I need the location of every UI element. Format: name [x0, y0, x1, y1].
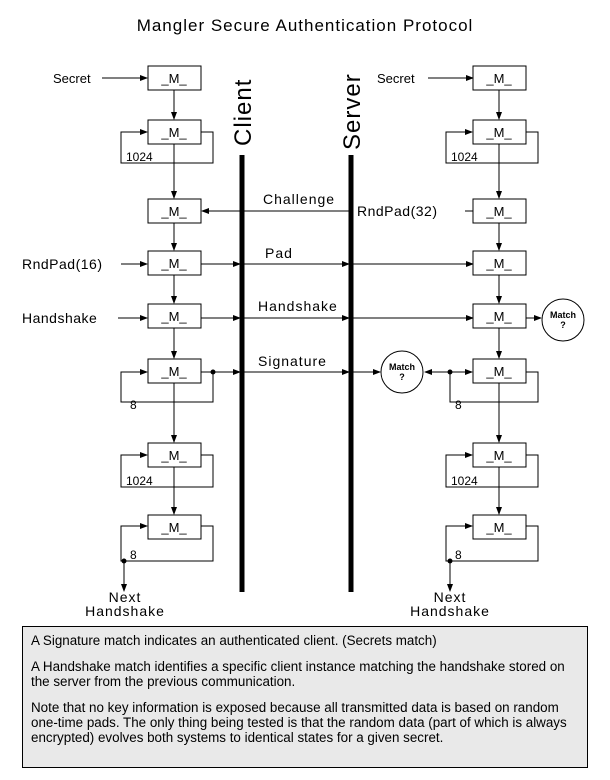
- next-handshake-label: Next: [434, 589, 467, 605]
- mangler-box: [147, 442, 202, 468]
- mangler-box-label: _M_: [485, 125, 512, 140]
- mangler-box-label: _M_: [160, 520, 187, 535]
- mangler-box: [147, 198, 202, 224]
- loop-count-label: 8: [130, 398, 137, 412]
- note-signature-match: A Signature match indicates an authentic…: [31, 633, 437, 648]
- mangler-box-label: _M_: [485, 204, 512, 219]
- loop-count-label: 1024: [126, 150, 153, 164]
- mangler-box-label: _M_: [160, 364, 187, 379]
- message-label-handshake: Handshake: [258, 298, 338, 314]
- protocol-diagram: Mangler Secure Authentication Protocol C…: [22, 16, 585, 619]
- mangler-box-label: _M_: [485, 256, 512, 271]
- mangler-box-label: _M_: [160, 71, 187, 86]
- signature-match-node: Match ?: [380, 350, 424, 394]
- mangler-box: [147, 303, 202, 329]
- message-label-challenge: Challenge: [263, 191, 335, 207]
- loop-count-label: 1024: [451, 150, 478, 164]
- server-column-label: Server: [339, 73, 366, 150]
- loop-count-label: 8: [130, 548, 137, 562]
- match-label: Match: [550, 310, 576, 320]
- client-rndpad-label: RndPad(16): [22, 256, 103, 272]
- mangler-box: [472, 514, 527, 540]
- next-handshake-label: Handshake: [85, 603, 165, 619]
- match-question: ?: [560, 320, 566, 330]
- mangler-box: [147, 514, 202, 540]
- mangler-box-label: _M_: [485, 520, 512, 535]
- loop-count-label: 8: [455, 548, 462, 562]
- mangler-box: [472, 303, 527, 329]
- match-label: Match: [389, 362, 415, 372]
- loop-count-label: 1024: [126, 474, 153, 488]
- mangler-box-label: _M_: [160, 204, 187, 219]
- mangler-box: [147, 250, 202, 276]
- note-security: Note that no key information is exposed …: [31, 700, 567, 745]
- loop-count-label: 1024: [451, 474, 478, 488]
- explanation-notes: A Signature match indicates an authentic…: [22, 626, 588, 768]
- loop-count-label: 8: [455, 398, 462, 412]
- next-handshake-label: Next: [109, 589, 142, 605]
- client-mangler-boxes: [147, 65, 202, 540]
- mangler-box-label: _M_: [160, 125, 187, 140]
- diagram-title: Mangler Secure Authentication Protocol: [137, 16, 474, 35]
- match-question: ?: [399, 372, 405, 382]
- server-rndpad-label: RndPad(32): [357, 203, 438, 219]
- server-connectors: [424, 75, 542, 592]
- mangler-box: [472, 65, 527, 91]
- mangler-box-label: _M_: [485, 448, 512, 463]
- message-label-signature: Signature: [258, 353, 327, 369]
- server-junction-dot: [447, 369, 453, 375]
- mangler-box: [147, 119, 202, 145]
- mangler-box: [472, 358, 527, 384]
- next-handshake-label: Handshake: [410, 603, 490, 619]
- match-circle: [541, 298, 585, 342]
- mangler-box-label: _M_: [160, 256, 187, 271]
- server-secret-label: Secret: [377, 71, 415, 86]
- client-secret-label: Secret: [53, 71, 91, 86]
- mangler-box-label: _M_: [160, 448, 187, 463]
- client-junction-dot: [121, 558, 127, 564]
- mangler-box-label: _M_: [160, 309, 187, 324]
- mangler-box: [147, 358, 202, 384]
- mangler-box: [472, 250, 527, 276]
- mangler-box: [147, 65, 202, 91]
- message-arrows: [201, 208, 474, 375]
- mangler-box-label: _M_: [485, 309, 512, 324]
- mangler-box: [472, 119, 527, 145]
- note-handshake-match: A Handshake match identifies a specific …: [31, 659, 565, 689]
- server-junction-dot: [447, 558, 453, 564]
- client-column-label: Client: [230, 79, 257, 146]
- message-label-pad: Pad: [265, 245, 293, 261]
- match-circle: [380, 350, 424, 394]
- mangler-box: [472, 442, 527, 468]
- mangler-box-label: _M_: [485, 364, 512, 379]
- server-mangler-boxes: [472, 65, 527, 540]
- client-handshake-label: Handshake: [22, 310, 97, 326]
- client-connectors: [102, 75, 214, 592]
- handshake-match-node: Match ?: [541, 298, 585, 342]
- mangler-box-label: _M_: [485, 71, 512, 86]
- mangler-box: [472, 198, 527, 224]
